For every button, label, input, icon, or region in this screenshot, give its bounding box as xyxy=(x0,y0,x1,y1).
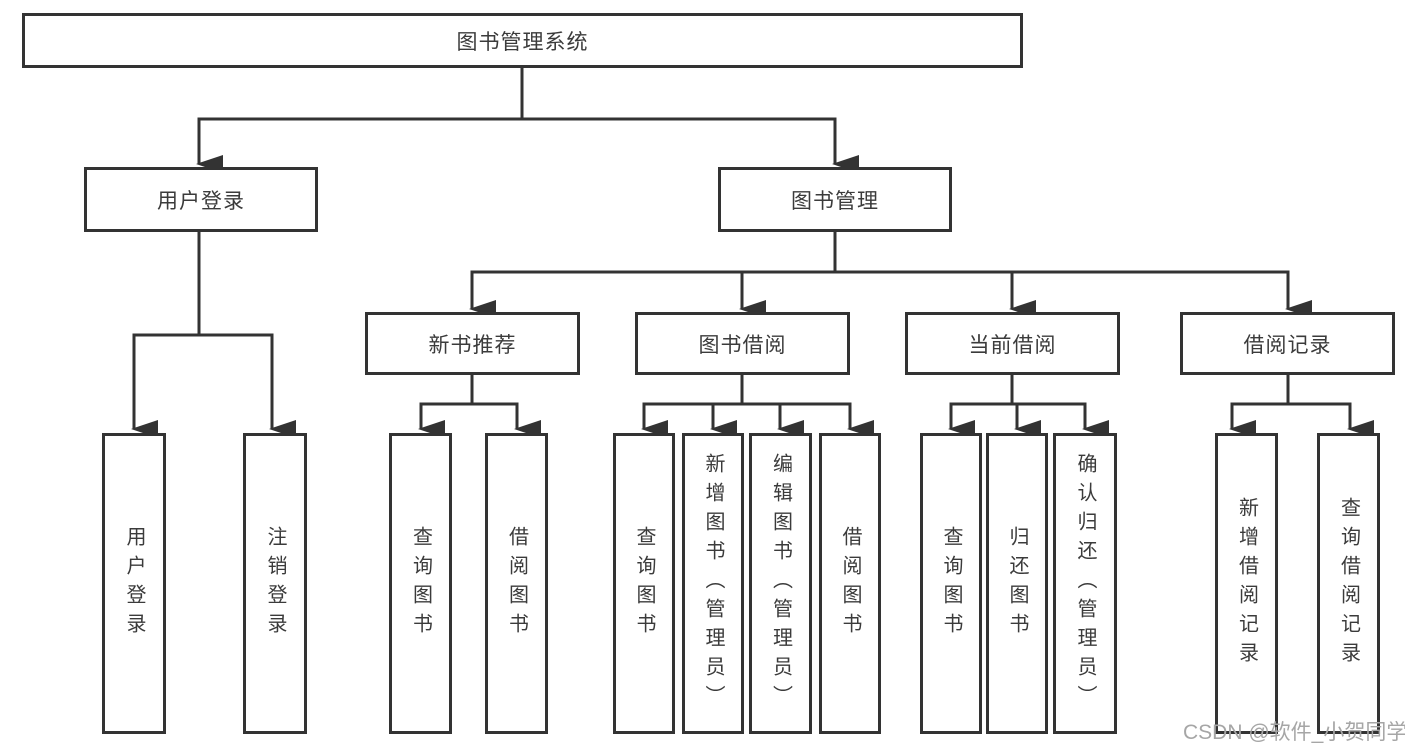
node-leaf-add-borrow-record: 新增借阅记录 xyxy=(1215,433,1278,734)
node-leaf-recommend-query-books: 查询图书 xyxy=(389,433,452,734)
csdn-watermark: CSDN @软件_小贺同学 xyxy=(1183,721,1405,744)
node-current-borrow: 当前借阅 xyxy=(905,312,1120,375)
node-user-login: 用户登录 xyxy=(84,167,318,232)
node-leaf-borrow-query-books: 查询图书 xyxy=(613,433,675,734)
node-book-management: 图书管理 xyxy=(718,167,952,232)
node-leaf-add-books-admin: 新增图书（管理员） xyxy=(682,433,744,734)
node-leaf-query-borrow-record: 查询借阅记录 xyxy=(1317,433,1380,734)
node-leaf-borrow-books: 借阅图书 xyxy=(819,433,881,734)
node-leaf-recommend-borrow-books: 借阅图书 xyxy=(485,433,548,734)
node-leaf-user-login: 用户登录 xyxy=(102,433,166,734)
node-leaf-edit-books-admin: 编辑图书（管理员） xyxy=(749,433,812,734)
node-library-management-system: 图书管理系统 xyxy=(22,13,1023,68)
node-leaf-logout: 注销登录 xyxy=(243,433,307,734)
node-new-book-recommend: 新书推荐 xyxy=(365,312,580,375)
node-leaf-return-books: 归还图书 xyxy=(986,433,1048,734)
node-leaf-confirm-return-admin: 确认归还（管理员） xyxy=(1053,433,1117,734)
node-book-borrow: 图书借阅 xyxy=(635,312,850,375)
node-borrow-record: 借阅记录 xyxy=(1180,312,1395,375)
connector-lines xyxy=(132,68,1352,406)
node-leaf-current-query-books: 查询图书 xyxy=(920,433,982,734)
